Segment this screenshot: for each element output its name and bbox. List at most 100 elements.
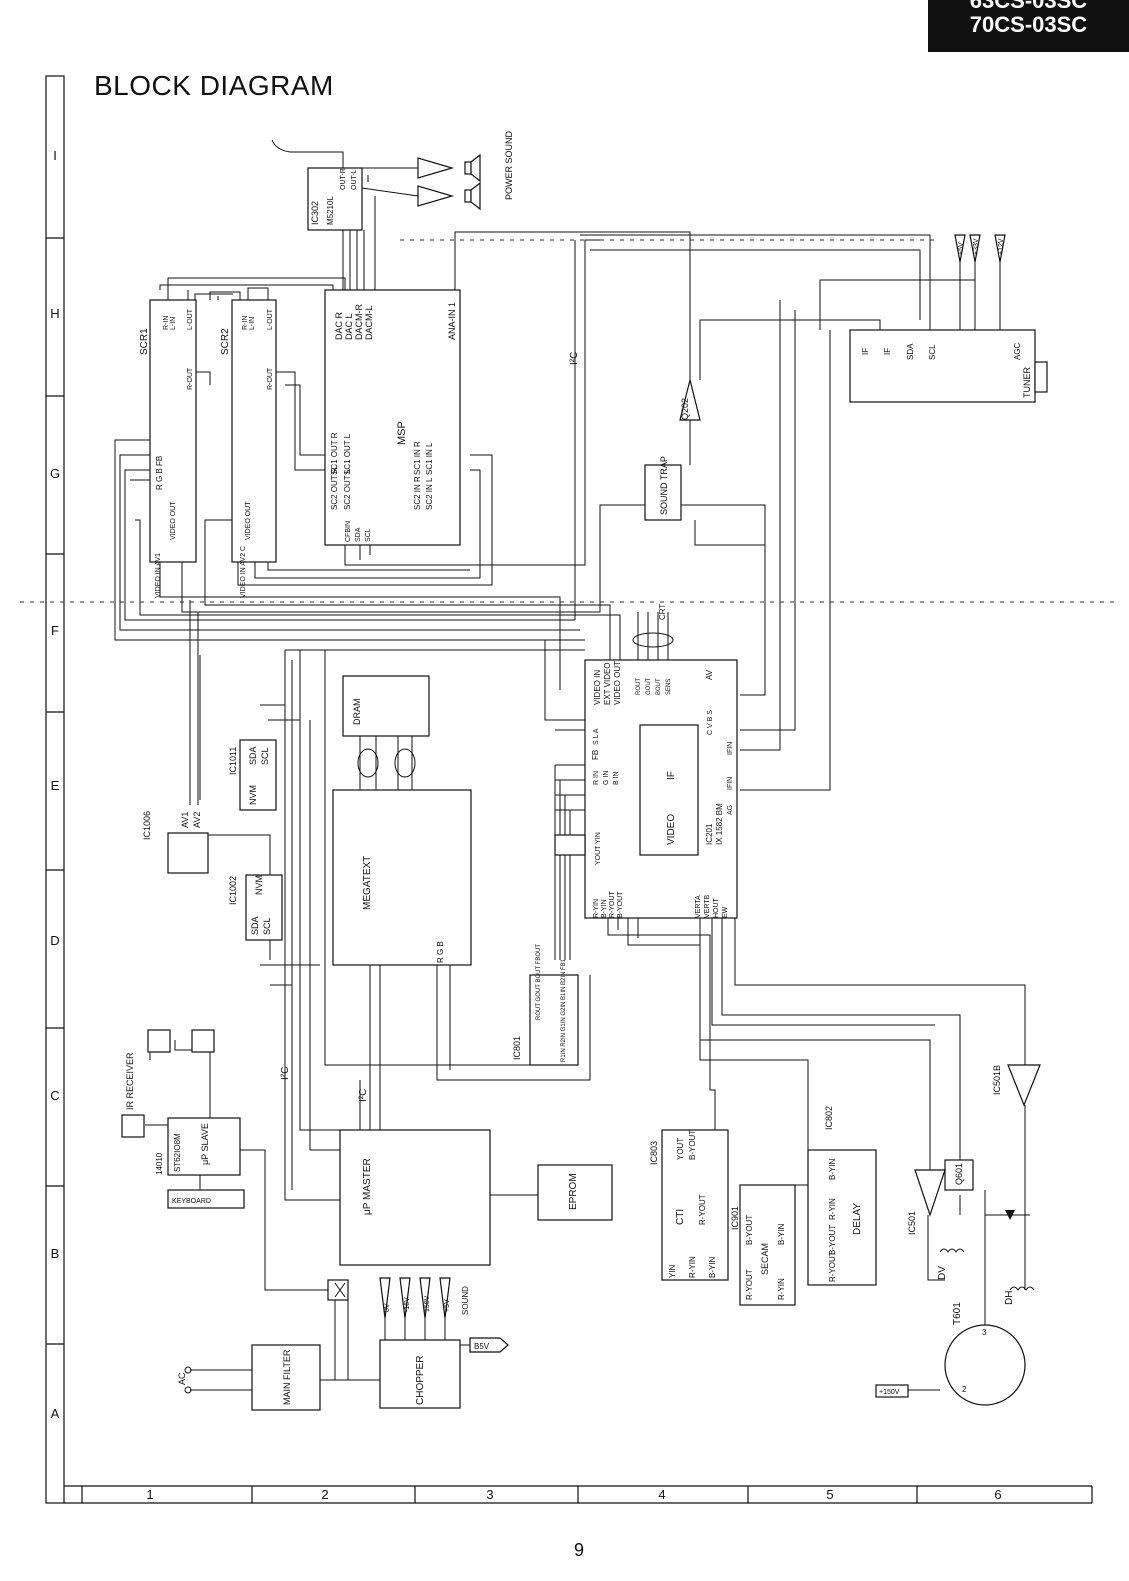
keyboard-box — [167, 1189, 245, 1209]
dv-coil-icon — [939, 1248, 965, 1253]
hv-supply-label: +150V — [879, 1389, 900, 1396]
ac-terminal-2 — [184, 1386, 192, 1394]
ic901-b-yin: B-YIN — [777, 1223, 786, 1245]
ac-terminal-1 — [184, 1366, 192, 1374]
scr2-ref: SCR2 — [220, 328, 231, 355]
ic201-if: IF — [666, 771, 677, 780]
model-label: 63CS-03SC 70CS-03SC — [928, 0, 1129, 52]
ic302-out-r: OUT-R — [340, 168, 347, 190]
msp-sc1-out-r: SC1 OUT R — [330, 432, 339, 475]
tuner-name: TUNER — [1022, 367, 1032, 398]
ic1011-box — [239, 739, 277, 811]
ic201-ag-sout: AG — [727, 805, 734, 815]
scr1-l-out: L-OUT — [187, 308, 194, 330]
q601-label: Q601 — [954, 1163, 964, 1185]
ic302-box — [307, 167, 363, 231]
row-label-a: A — [51, 1406, 60, 1421]
scr2-l-in: L-IN — [249, 317, 256, 330]
msp-dac-l: DAC L — [344, 313, 354, 340]
ic201-r-yin: R-YIN — [593, 899, 600, 918]
ic803-box — [661, 1129, 729, 1281]
ic201-ifin1: IFIN — [727, 742, 734, 755]
scr1-box — [149, 299, 197, 563]
chopper-out-150v: 150V — [424, 1295, 431, 1312]
ic201-sla: S L A — [593, 728, 600, 745]
tuner-sda: SDA — [906, 343, 915, 360]
t601-pin2: 2 — [962, 1385, 967, 1394]
model-line-2: 70CS-03SC — [969, 12, 1088, 37]
msp-sc1-in-l: SC1 IN L — [425, 442, 434, 475]
ic1002-name: NVM — [254, 875, 264, 895]
ic1002-sda: SDA — [250, 916, 260, 935]
q202-amp — [679, 379, 701, 421]
row-label-b: B — [51, 1246, 60, 1261]
ic802-name: DELAY — [852, 1203, 863, 1235]
scr2-l-out: L-OUT — [267, 308, 274, 330]
ic1002-box — [245, 874, 283, 941]
col-label-5: 5 — [826, 1487, 833, 1502]
ir-receiver-label: IR RECEIVER — [125, 1052, 135, 1110]
ic201-sens: SENS — [666, 679, 672, 695]
ic201-cvbs: C V B S — [707, 710, 714, 735]
dh-label: DH — [1004, 1291, 1015, 1305]
megatext-rgb: R G B — [436, 941, 445, 963]
megatext-box — [332, 789, 472, 966]
ic201-video-in: VIDEO IN — [593, 670, 602, 705]
scr1-video-out: VIDEO OUT — [170, 501, 177, 540]
eprom-label: EPROM — [568, 1173, 579, 1210]
scr2-r-out: R-OUT — [267, 367, 274, 390]
scr2-box — [231, 299, 277, 563]
supply-5v-chopper-arrow — [439, 1277, 451, 1319]
ic501-amp — [914, 1169, 946, 1217]
ic201-gout: GOUT — [646, 677, 652, 695]
ic1006-ref: IC1006 — [142, 811, 152, 840]
dram-box — [342, 675, 430, 737]
msp-box — [324, 289, 461, 546]
ic201-fb: FB — [591, 750, 600, 760]
ic901-box — [739, 1184, 796, 1306]
supply-150v-arrow — [419, 1277, 431, 1319]
i2c-label-master: I²C — [358, 1089, 369, 1102]
ic801-ref: IC801 — [512, 1036, 522, 1060]
scr1-ref: SCR1 — [139, 328, 150, 355]
msp-sc2-in-r: SC2 IN R — [413, 476, 422, 510]
ic201-r-yout: R-YOUT — [609, 890, 616, 918]
t601-icon — [944, 1324, 1026, 1406]
scr2-r-in: R-IN — [242, 316, 249, 330]
col-label-2: 2 — [321, 1487, 328, 1502]
col-label-6: 6 — [994, 1487, 1001, 1502]
tuner-if-1: IF — [861, 348, 870, 355]
sound-trap-label: SOUND TRAP — [659, 456, 669, 515]
ic801-box — [529, 974, 579, 1066]
tuner-connector — [1034, 361, 1048, 393]
ic802-r-yin: R-YIN — [828, 1198, 837, 1220]
ic802-r-yout: R-YOUT — [828, 1251, 837, 1282]
master-box — [339, 1129, 491, 1266]
ic901-name: SECAM — [760, 1243, 770, 1275]
ic1006-av2: AV2 — [192, 812, 202, 828]
msp-sc2-in-l: SC2 IN L — [425, 477, 434, 510]
ic302-out-l: OUT-L — [351, 169, 358, 190]
ic201-ref: IC201 — [705, 823, 714, 845]
ic901-r-yin: R-YIN — [777, 1278, 786, 1300]
slave-part: ST62IO8M — [173, 1133, 182, 1172]
tuner-scl: SCL — [928, 344, 937, 360]
megatext-name: MEGATEXT — [362, 856, 373, 910]
ic201-verta: VERTA — [695, 895, 702, 918]
row-label-e: E — [51, 778, 60, 793]
amp-right — [417, 157, 455, 179]
row-label-i: I — [53, 148, 57, 163]
supply-33v: +33V — [973, 238, 980, 255]
power-sound-label: POWER SOUND — [504, 130, 514, 200]
ic1011-name: NVM — [248, 785, 258, 805]
supply-5v-arrow — [954, 234, 966, 263]
ic803-b-yin: B-YIN — [708, 1256, 717, 1278]
ic901-r-yout: R-YOUT — [745, 1269, 754, 1300]
dv-label: DV — [937, 1266, 948, 1280]
msp-sc2-out-l: SC2 OUT L — [343, 468, 352, 510]
crt-label: CRT — [658, 604, 667, 620]
ic802-b-yout: B-YOUT — [828, 1225, 837, 1255]
col-label-1: 1 — [146, 1487, 153, 1502]
ic201-r-in: R IN — [593, 771, 600, 785]
i2c-label-top: I²C — [569, 352, 580, 365]
